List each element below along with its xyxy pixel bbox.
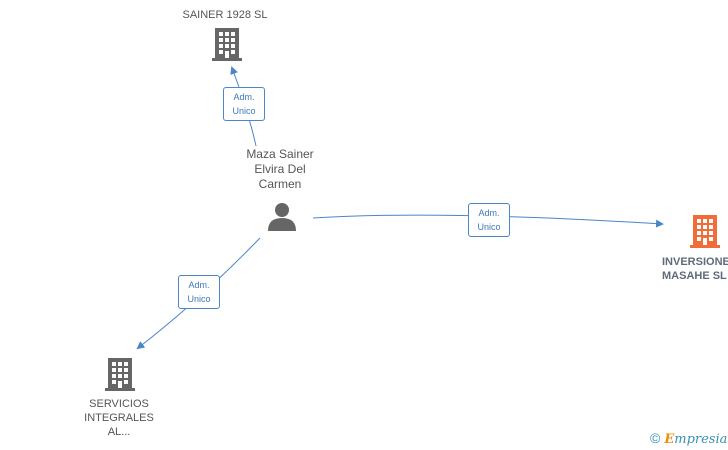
building-icon[interactable]	[103, 356, 137, 392]
edge-label-to-inversiones: Adm. Unico	[468, 203, 510, 237]
building-icon[interactable]	[688, 213, 722, 249]
person-icon[interactable]	[266, 200, 298, 232]
node-label-inversiones[interactable]: INVERSIONES MASAHE SL	[662, 256, 728, 282]
copyright-symbol: ©	[650, 430, 661, 446]
node-label-person[interactable]: Maza Sainer Elvira Del Carmen	[246, 147, 314, 191]
empresia-watermark: ©Empresia	[650, 430, 727, 447]
node-label-servicios[interactable]: SERVICIOS INTEGRALES AL...	[84, 398, 154, 438]
empresia-logo: Empresia	[664, 432, 728, 447]
edge-label-to-sainer: Adm. Unico	[223, 87, 265, 121]
edge-label-to-servicios: Adm. Unico	[178, 275, 220, 309]
node-label-sainer[interactable]: SAINER 1928 SL	[182, 9, 268, 21]
building-icon[interactable]	[210, 26, 244, 62]
edge-person-to-inversiones	[312, 214, 664, 228]
